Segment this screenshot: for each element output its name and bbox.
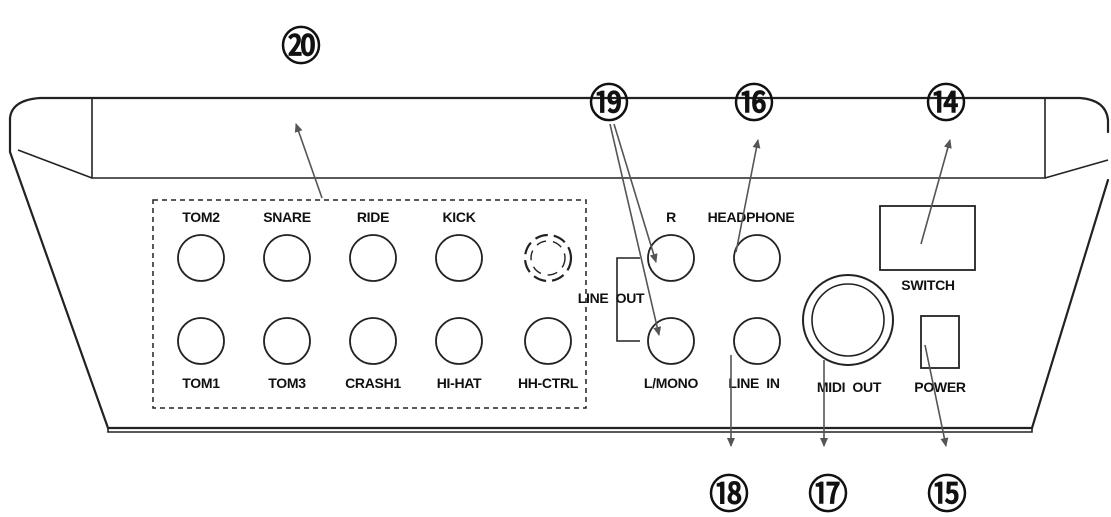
callout-17: ⑰ <box>808 472 848 517</box>
label-tom3: TOM3 <box>268 375 306 391</box>
kick-jack[interactable] <box>435 234 483 282</box>
pad-inputs-region <box>152 199 587 409</box>
arrow-15 <box>924 344 949 447</box>
label-midi-out: MIDI OUT <box>817 379 882 395</box>
arrow-19-r <box>613 123 658 263</box>
label-crash1: CRASH1 <box>345 375 401 391</box>
callout-19: ⑲ <box>589 81 629 126</box>
label-kick: KICK <box>442 209 475 225</box>
line-out-r-jack[interactable] <box>647 234 695 282</box>
label-snare: SNARE <box>263 209 311 225</box>
label-power: POWER <box>914 379 966 395</box>
snare-jack[interactable] <box>263 234 311 282</box>
label-hihat: HI-HAT <box>437 375 482 391</box>
midi-out-jack[interactable] <box>802 274 894 366</box>
callout-18: ⑱ <box>709 472 749 517</box>
line-out-bracket <box>616 257 640 342</box>
tom3-jack[interactable] <box>263 317 311 365</box>
switch-button[interactable] <box>879 205 976 271</box>
callout-16: ⑯ <box>734 81 774 126</box>
label-line-in: LINE IN <box>728 375 779 391</box>
line-out-lmono-jack[interactable] <box>647 317 695 365</box>
unused-jack-placeholder <box>523 233 573 283</box>
hhctrl-jack[interactable] <box>524 317 572 365</box>
arrow-16 <box>735 139 761 253</box>
label-switch: SWITCH <box>901 277 955 293</box>
ride-jack[interactable] <box>349 234 397 282</box>
label-ride: RIDE <box>357 209 389 225</box>
label-hhctrl: HH-CTRL <box>518 375 579 391</box>
label-tom1: TOM1 <box>182 375 220 391</box>
label-tom2: TOM2 <box>182 209 220 225</box>
crash1-jack[interactable] <box>349 317 397 365</box>
callout-20: ⑳ <box>281 24 321 69</box>
tom1-jack[interactable] <box>177 317 225 365</box>
callout-15: ⑮ <box>927 472 967 517</box>
device-body <box>8 96 1110 433</box>
tom2-jack[interactable] <box>177 234 225 282</box>
callout-14: ⑭ <box>926 81 966 126</box>
label-lmono: L/MONO <box>644 375 699 391</box>
hihat-jack[interactable] <box>435 317 483 365</box>
label-r: R <box>666 209 676 225</box>
power-jack[interactable] <box>920 315 960 369</box>
arrow-14 <box>920 139 952 245</box>
label-line-out: LINE OUT <box>578 290 645 306</box>
headphone-jack[interactable] <box>733 234 781 282</box>
arrow-19-l <box>609 123 662 336</box>
line-in-jack[interactable] <box>733 317 781 365</box>
arrow-20 <box>294 123 323 199</box>
label-headphone: HEADPHONE <box>708 209 795 225</box>
